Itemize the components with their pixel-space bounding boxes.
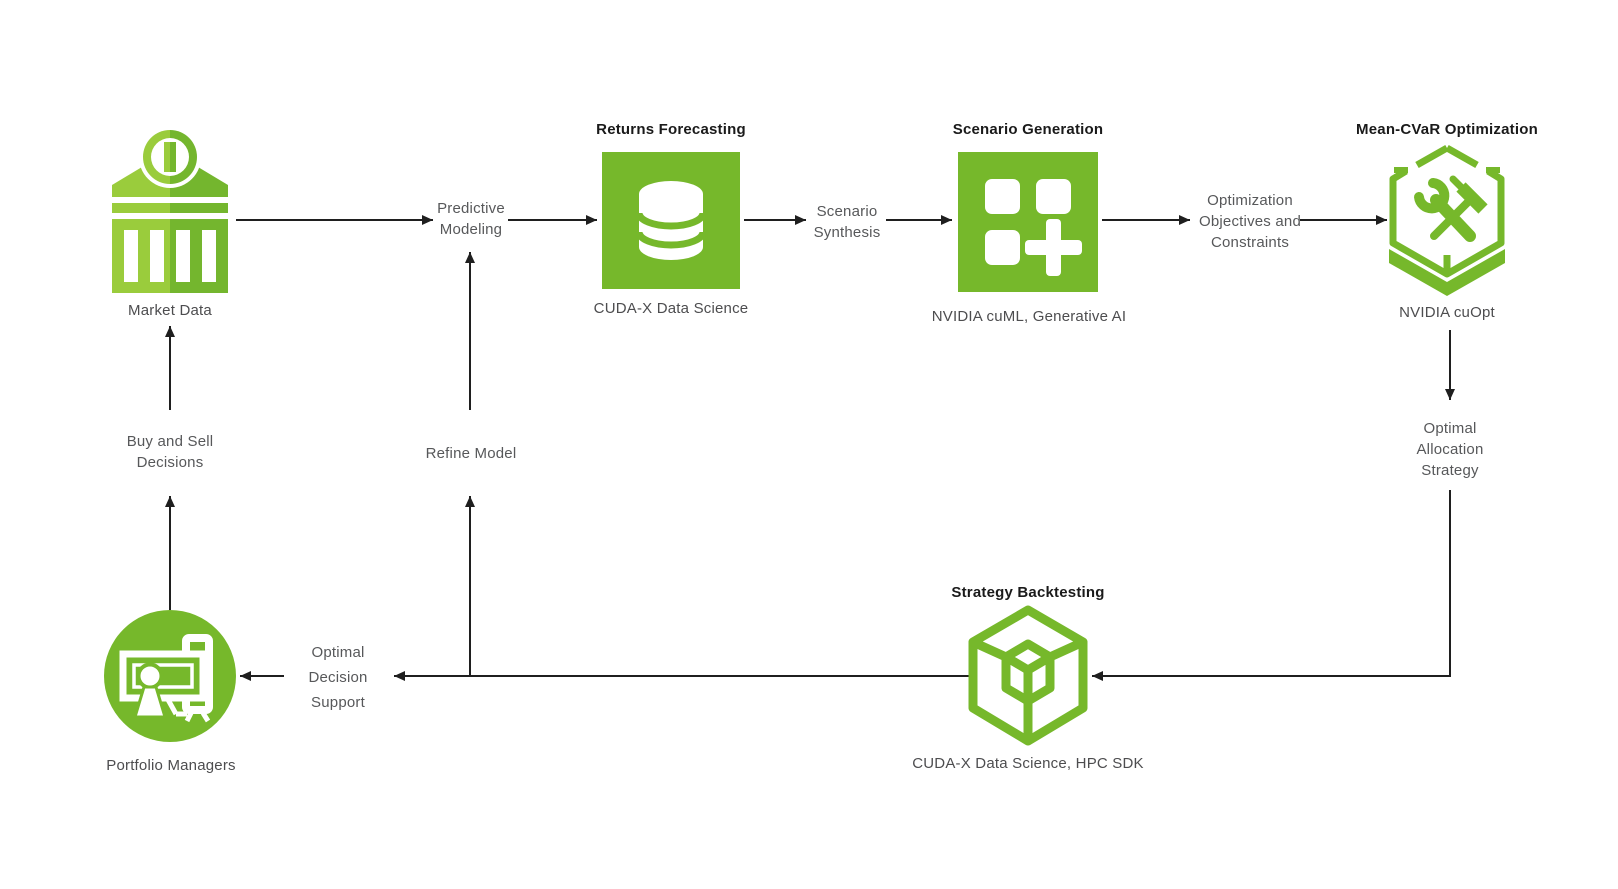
label-predictive-modeling: Predictive Modeling bbox=[437, 198, 505, 240]
label-line: Objectives and bbox=[1198, 213, 1302, 230]
market-data-node bbox=[112, 126, 228, 293]
label-line: Strategy bbox=[1421, 462, 1479, 479]
strategy-backtesting-caption: CUDA-X Data Science, HPC SDK bbox=[912, 755, 1144, 772]
mean-cvar-caption: NVIDIA cuOpt bbox=[1399, 304, 1495, 321]
mean-cvar-title: Mean-CVaR Optimization bbox=[1356, 121, 1538, 138]
label-line: Predictive bbox=[437, 200, 505, 217]
label-line: Decision bbox=[308, 669, 368, 686]
scenario-generation-title: Scenario Generation bbox=[952, 121, 1104, 138]
label-refine-model: Refine Model bbox=[426, 443, 517, 464]
label-optimization-objectives: Optimization Objectives and Constraints bbox=[1199, 190, 1301, 253]
label-line: Optimization bbox=[1207, 192, 1293, 209]
arrow-optimal-allocation-to-strategy-backtesting bbox=[1092, 490, 1451, 681]
strategy-backtesting-node bbox=[962, 604, 1094, 748]
presenter-screen-icon bbox=[104, 610, 236, 742]
label-buy-and-sell: Buy and Sell Decisions bbox=[127, 431, 214, 473]
mean-cvar-node bbox=[1384, 142, 1510, 302]
label-line: Refine Model bbox=[425, 445, 517, 462]
scenario-generation-caption: NVIDIA cuML, Generative AI bbox=[931, 308, 1127, 325]
label-line: Allocation bbox=[1416, 441, 1484, 458]
modules-plus-icon bbox=[958, 152, 1098, 292]
label-scenario-synthesis: Scenario Synthesis bbox=[814, 201, 881, 243]
label-line: Decisions bbox=[136, 454, 204, 471]
label-line: Constraints bbox=[1210, 234, 1290, 251]
returns-forecasting-node bbox=[602, 152, 740, 294]
label-line: Optimal bbox=[311, 644, 365, 661]
nested-cube-icon bbox=[968, 605, 1088, 746]
label-line: Buy and Sell bbox=[126, 433, 214, 450]
portfolio-managers-node bbox=[102, 608, 238, 744]
label-optimal-decision-support: Optimal Decision Support bbox=[308, 640, 367, 715]
label-line: Support bbox=[311, 694, 365, 711]
portfolio-managers-label: Portfolio Managers bbox=[106, 757, 236, 774]
label-optimal-allocation: Optimal Allocation Strategy bbox=[1416, 418, 1483, 481]
database-icon bbox=[602, 152, 740, 289]
hexagon-tools-icon bbox=[1389, 144, 1505, 296]
returns-forecasting-caption: CUDA-X Data Science bbox=[593, 300, 749, 317]
scenario-generation-node bbox=[958, 152, 1098, 297]
label-line: Synthesis bbox=[813, 224, 881, 241]
label-line: Modeling bbox=[439, 221, 503, 238]
strategy-backtesting-title: Strategy Backtesting bbox=[951, 584, 1105, 601]
returns-forecasting-title: Returns Forecasting bbox=[596, 121, 746, 138]
label-line: Optimal bbox=[1423, 420, 1477, 437]
bank-coin-icon bbox=[112, 126, 228, 293]
label-line: Scenario bbox=[816, 203, 878, 220]
market-data-label: Market Data bbox=[128, 302, 212, 319]
